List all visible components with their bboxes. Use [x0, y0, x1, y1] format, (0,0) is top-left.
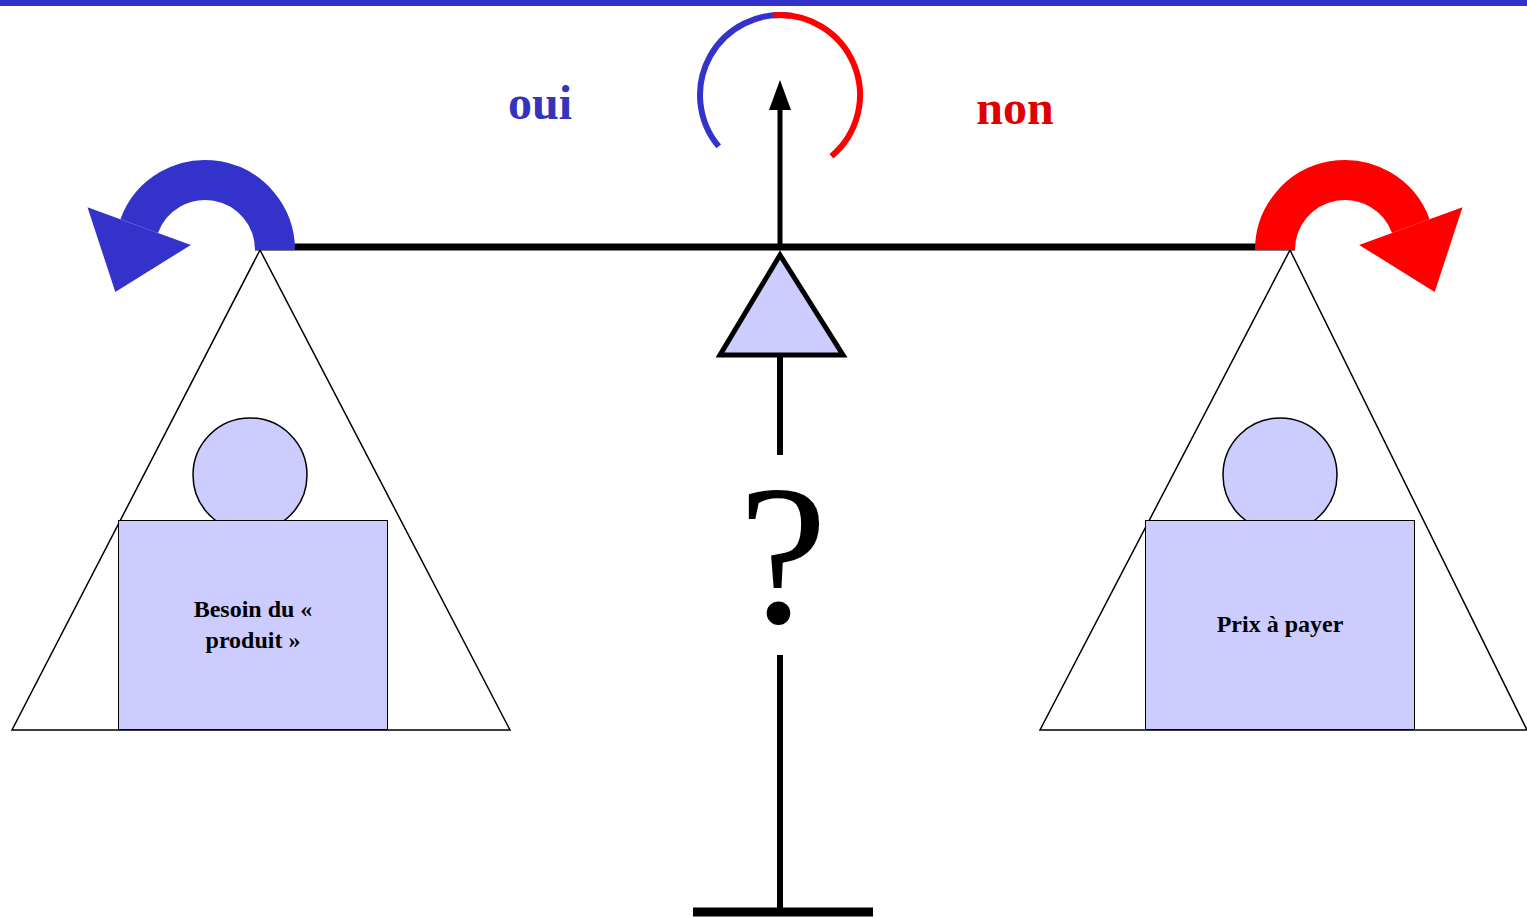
dial-arc-no	[773, 15, 860, 156]
box-text: Besoin du « produit »	[163, 594, 343, 656]
tilt-arrow-right-head	[1359, 207, 1462, 292]
pan-box: Prix à payer	[1145, 520, 1415, 730]
person-head	[1223, 418, 1337, 532]
dial-arc-yes	[700, 15, 791, 146]
question-mark: ?	[737, 455, 830, 655]
box-text: Prix à payer	[1217, 609, 1344, 640]
beam	[255, 244, 1295, 251]
needle-head	[769, 80, 791, 110]
pan-box: Besoin du « produit »	[118, 520, 388, 730]
tilt-arrow-left-head	[88, 207, 191, 292]
answer-no: non	[974, 84, 1055, 132]
needle	[778, 108, 783, 247]
left-pan	[12, 250, 510, 730]
fulcrum	[720, 255, 843, 355]
base	[693, 908, 873, 917]
person-head	[193, 418, 307, 532]
right-pan	[1040, 250, 1527, 730]
answer-yes: oui	[506, 79, 574, 127]
top-bar	[0, 0, 1527, 6]
